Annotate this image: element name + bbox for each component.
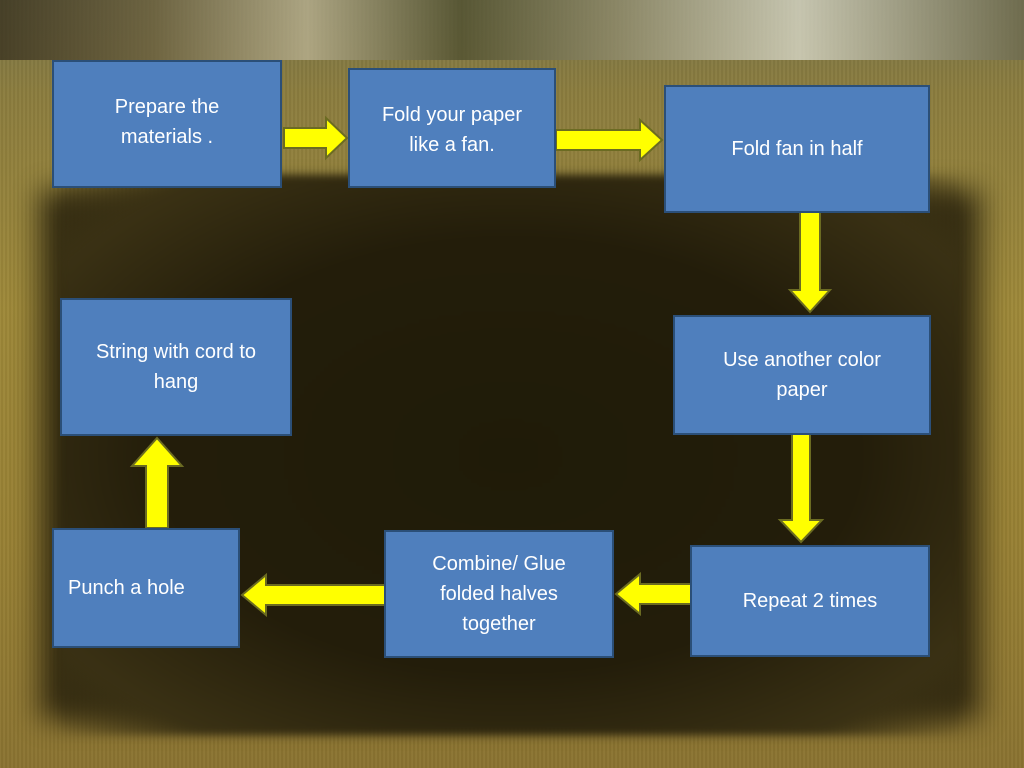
step-punch-a-hole: Punch a hole [52,528,240,648]
step-use-another-color: Use another color paper [673,315,931,435]
step-prepare-materials-text: Prepare the materials . [114,96,220,148]
arrow-step7-to-step8 [129,436,185,529]
step-fold-fan-in-half: Fold fan in half [664,85,930,213]
step-fold-fan-in-half-text: Fold fan in half [731,138,863,160]
step-fold-like-fan: Fold your paper like a fan. [348,68,556,188]
step-string-with-cord: String with cord to hang [60,298,292,436]
arrow-step1-to-step2 [283,115,349,161]
step-repeat-2-times-text: Repeat 2 times [742,590,878,612]
arrow-step4-to-step5 [777,427,825,544]
arrow-step2-to-step3 [555,117,664,163]
step-fold-like-fan-text: Fold your paper like a fan. [381,104,523,156]
step-repeat-2-times: Repeat 2 times [690,545,930,657]
arrow-step6-to-step7 [240,572,391,618]
background-top-scene [0,0,1024,60]
step-punch-a-hole-text: Punch a hole [68,577,185,599]
step-combine-glue-text: Combine/ Glue folded halves together [432,553,566,635]
step-combine-glue: Combine/ Glue folded halves together [384,530,614,658]
step-use-another-color-text: Use another color paper [723,349,881,401]
arrow-step5-to-step6 [614,571,699,617]
step-string-with-cord-text: String with cord to hang [95,341,257,393]
step-prepare-materials: Prepare the materials . [52,60,282,188]
arrow-step3-to-step4 [787,211,833,314]
